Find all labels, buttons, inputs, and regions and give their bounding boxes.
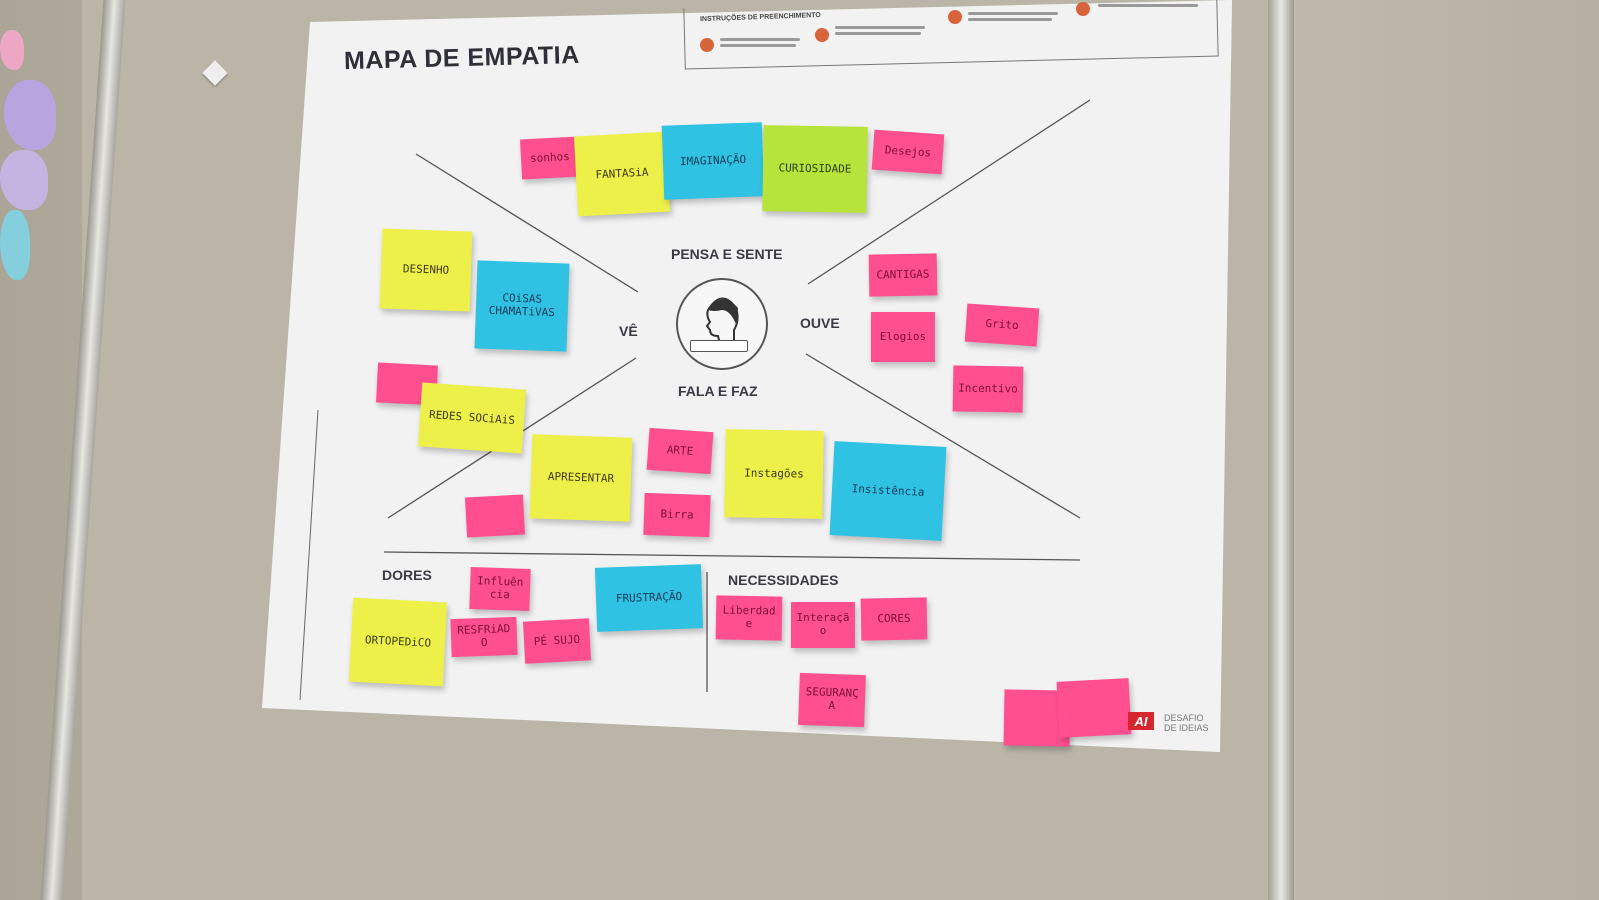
instruction-step-icon [948, 10, 962, 24]
instruction-text-line [1098, 4, 1198, 7]
sticky-note: IMAGINAÇÃO [661, 122, 765, 200]
butterfly-blue [0, 210, 30, 280]
section-label-needs: NECESSIDADES [728, 572, 839, 588]
section-label-see: VÊ [619, 323, 638, 339]
divider-line [807, 99, 1091, 285]
section-label-pains: DORES [382, 567, 432, 583]
divider-line [415, 153, 639, 293]
instruction-text-line [968, 12, 1058, 15]
sticky-note: Liberdade [715, 595, 783, 641]
instruction-step-icon [815, 28, 829, 42]
sticky-note-blank [464, 494, 526, 538]
sticky-note-blank [1056, 678, 1132, 738]
sticky-note: APRESENTAR [529, 434, 633, 522]
butterfly-purple [4, 80, 56, 150]
sticky-note: Instagões [724, 429, 824, 519]
sticky-note: FANTASiA [573, 131, 671, 217]
sticky-note: Incentivo [952, 365, 1024, 413]
persona-name-field [690, 340, 748, 352]
instruction-text-line [835, 26, 925, 29]
section-separator [383, 551, 1081, 561]
sticky-note: SEGURANÇA [798, 672, 866, 728]
sticky-note: Birra [643, 492, 711, 538]
sticky-note: Desejos [871, 129, 945, 175]
instruction-text-line [835, 32, 921, 35]
section-label-hear: OUVE [800, 315, 840, 331]
footer-brand-text: DESAFIO DE IDEIAS [1164, 713, 1209, 733]
butterfly-pink [0, 30, 24, 70]
sticky-note: CORES [860, 597, 928, 641]
instruction-text-line [720, 38, 800, 41]
sticky-note: Insistência [829, 441, 947, 541]
sticky-note: CURIOSIDADE [762, 125, 868, 213]
sticky-note: Elogios [871, 312, 935, 362]
instruction-step-icon [700, 38, 714, 52]
instruction-text-line [968, 18, 1052, 21]
divider-line [805, 353, 1081, 519]
instruction-text-line [720, 44, 796, 47]
person-head-icon [705, 297, 739, 345]
sticky-note: ARTE [646, 427, 714, 475]
sticky-note: RESFRiADO [450, 616, 518, 658]
poster-edge-line [299, 409, 319, 701]
sticky-note: DESENHO [379, 228, 473, 312]
sticky-note: CANTIGAS [868, 253, 938, 297]
sticky-note: FRUSTRAÇÃO [594, 564, 704, 632]
sticky-note: Interação [791, 602, 855, 648]
sticky-note: REDES SOCiAiS [417, 382, 527, 454]
sticky-note: ORTOPEDiCO [348, 597, 448, 687]
footer-logo: AI [1128, 712, 1154, 730]
board-frame-right [1268, 0, 1294, 900]
sticky-note: sonhos [519, 136, 581, 180]
instruction-step-icon [1076, 2, 1090, 16]
sticky-note: COiSAS CHAMATiVAS [474, 260, 570, 352]
section-label-think-feel: PENSA E SENTE [671, 246, 783, 262]
paper-butterflies [0, 20, 60, 290]
section-label-say-do: FALA E FAZ [678, 383, 758, 399]
butterfly-lilac [0, 150, 48, 210]
persona-circle [676, 278, 768, 370]
sticky-note: PÉ SUJO [522, 618, 592, 664]
sticky-note: Grito [964, 303, 1040, 347]
sticky-note: Influência [469, 566, 531, 612]
